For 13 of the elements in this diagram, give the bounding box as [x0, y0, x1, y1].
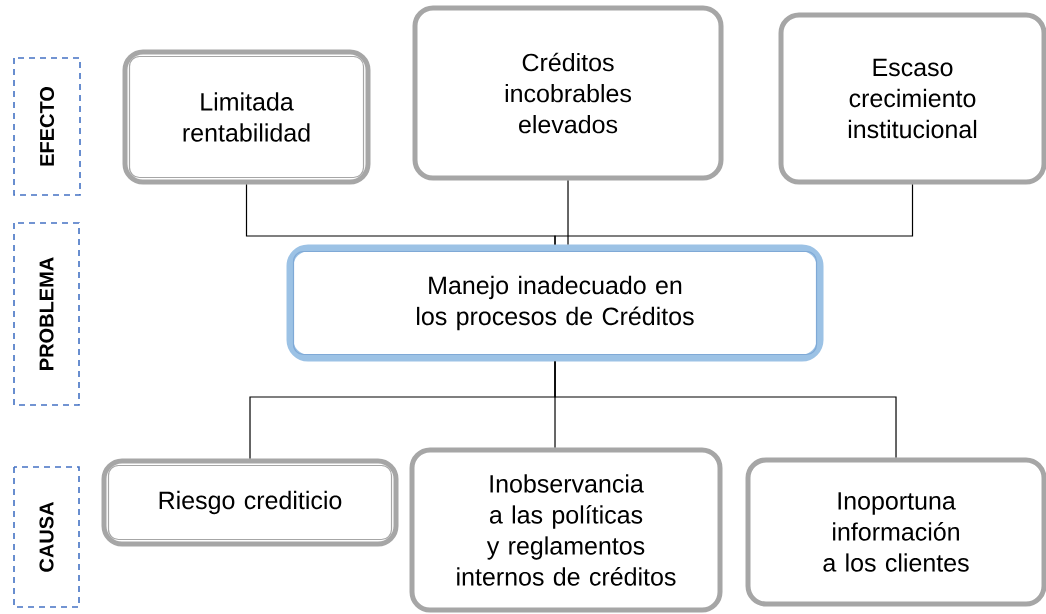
dashed-label-box: CAUSA [13, 466, 80, 608]
effect-box: Limitada rentabilidad [122, 49, 371, 185]
effect-box: Riesgo crediticio [101, 458, 399, 547]
rounded-box: Escaso crecimiento institucional [778, 12, 1046, 185]
rounded-box: Inoportuna información a los clientes [745, 457, 1046, 607]
connector-line [567, 179, 569, 246]
connector-line [554, 183, 914, 246]
rounded-box: Créditos incobrables elevados [412, 5, 724, 181]
dashed-label-box: PROBLEMA [13, 222, 80, 406]
rounded-box: Inobservancia a las políticas y reglamentos internos de créditos [409, 447, 723, 613]
dashed-label-box: EFECTO [13, 57, 81, 196]
problem-box: Manejo inadecuado en los procesos de Créditos [286, 244, 824, 362]
connector-line [554, 360, 897, 459]
